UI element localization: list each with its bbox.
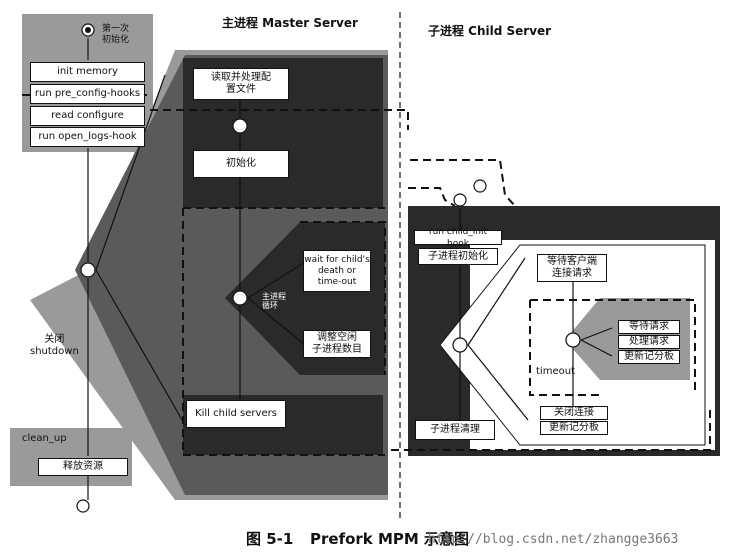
figure-title: Prefork MPM 示意图: [310, 530, 470, 548]
read-config-box: 读取并处理配 置文件: [193, 68, 289, 100]
wait-client-box: 等待客户端 连接请求: [537, 254, 607, 282]
watermark: http://blog.csdn.net/zhangge3663: [428, 532, 679, 547]
flow-lines: [87, 38, 613, 500]
shutdown-label: 关闭 shutdown: [30, 334, 79, 357]
adjust-children-box: 调整空闲 子进程数目: [303, 330, 371, 358]
first-init-label: 第一次 初始化: [102, 24, 130, 45]
step-open-logs-hook: run open_logs-hook: [30, 127, 145, 147]
handle-request-box: 处理请求: [618, 335, 680, 349]
figure-number: 图 5-1: [246, 530, 294, 548]
wait-child-box: wait for child's death or time-out: [303, 250, 371, 292]
child-init-box: 子进程初始化: [418, 248, 498, 265]
kill-child-box: Kill child servers: [186, 400, 286, 428]
timeout-label: timeout: [536, 366, 575, 377]
cleanup-panel: [10, 428, 132, 486]
update-score2-box: 更新记分板: [540, 421, 608, 435]
step-pre-config-hooks: run pre_config-hooks: [30, 84, 145, 104]
node-circles: [76, 23, 581, 513]
main-loop-label: 主进程 循环: [262, 292, 286, 310]
wait-request-box: 等待请求: [618, 320, 680, 334]
update-score-box: 更新记分板: [618, 350, 680, 364]
cleanup-tag: clean_up: [22, 433, 67, 444]
master-server-header: 主进程 Master Server: [222, 16, 358, 30]
child-server-header: 子进程 Child Server: [428, 24, 552, 38]
child-init-hook-box: run child_init hook: [414, 227, 502, 249]
child-cleanup-box: 子进程清理: [415, 420, 495, 440]
release-resources-box: 释放资源: [38, 458, 128, 476]
close-conn-box: 关闭连接: [540, 406, 608, 420]
step-read-configure: read configure: [30, 106, 145, 126]
master-init-box: 初始化: [193, 150, 289, 178]
start-dot: [85, 27, 91, 33]
step-init-memory: init memory: [30, 62, 145, 82]
